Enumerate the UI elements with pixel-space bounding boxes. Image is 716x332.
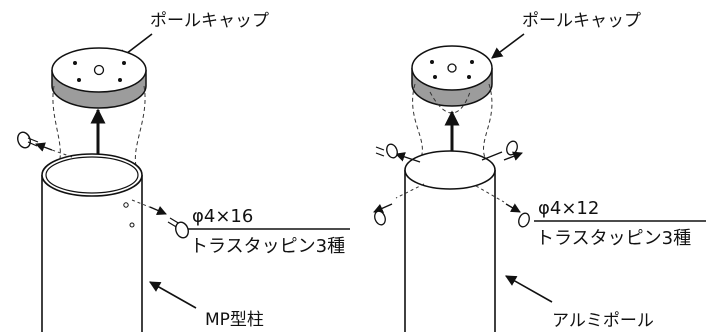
left-screw-size: φ4×16 (192, 206, 253, 227)
left-screw-a (17, 131, 73, 158)
right-screw-a (375, 143, 421, 163)
right-pole-label: アルミポール (552, 311, 654, 331)
right-pole-pointer (505, 275, 553, 303)
left-screw-type: トラスタッピン3種 (190, 236, 345, 257)
right-pole (404, 150, 496, 332)
right-screw-d (475, 185, 530, 228)
left-cap-label: ポールキャップ (150, 11, 269, 31)
left-pole-label: MP型柱 (205, 310, 264, 330)
right-pole-cap (411, 45, 493, 107)
left-assembly: ポールキャップ (17, 11, 350, 332)
right-cap-pointer (491, 33, 525, 59)
right-screw-size: φ4×12 (538, 198, 599, 219)
right-screw-b (481, 140, 523, 161)
left-screw-b (131, 199, 189, 239)
right-cap-label: ポールキャップ (522, 11, 641, 31)
right-screw-c (373, 183, 425, 226)
left-pole-pointer (149, 281, 197, 309)
right-screw-type: トラスタッピン3種 (536, 228, 691, 249)
left-pole-cap (51, 47, 147, 109)
right-assembly: ポールキャップ (373, 11, 706, 332)
left-pole (41, 153, 143, 332)
